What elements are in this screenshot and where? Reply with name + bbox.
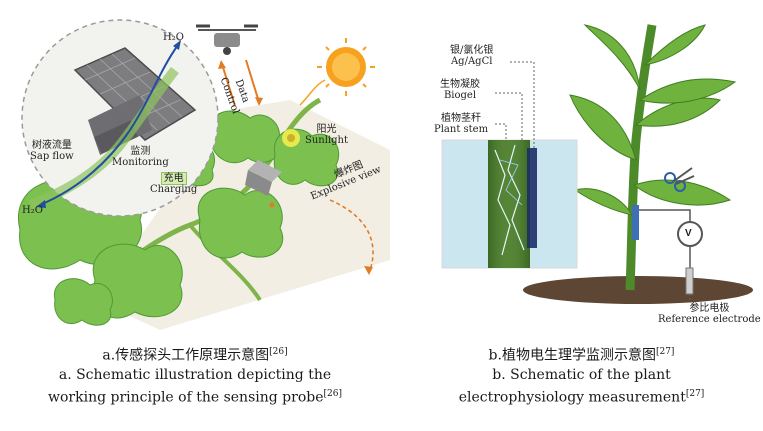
reference-electrode-label: 参比电极 Reference electrode <box>658 303 761 325</box>
data-control-arrows <box>218 59 263 107</box>
sunlight-label: 阳光 Sunlight <box>305 124 348 146</box>
sensing-probe-illustration <box>18 19 390 330</box>
reference-electrode <box>685 267 694 295</box>
electrophysiology-illustration <box>441 24 753 304</box>
flower-icon <box>282 129 300 147</box>
caption-a: a.传感探头工作原理示意图[26] a. Schematic illustrat… <box>48 347 342 406</box>
explosive-view-arrow <box>329 199 374 271</box>
charging-label: 充电 Charging <box>150 172 198 195</box>
h2o-top-label: H₂O <box>163 32 184 43</box>
monitoring-label: 监测 Monitoring <box>112 146 169 168</box>
stem-electrode <box>632 205 639 240</box>
mini-probe-icon <box>245 160 282 196</box>
scissors-icon <box>664 167 695 192</box>
voltmeter-icon <box>677 221 703 247</box>
voltmeter-label: V <box>685 228 692 239</box>
label-leaders <box>495 61 691 302</box>
measurement-wires <box>639 209 691 270</box>
figure-panel-a: H₂O H₂O Data Control 监测 Monitoring 树液流量 … <box>18 19 390 406</box>
plant-stem <box>625 24 657 291</box>
sun-icon <box>317 38 375 96</box>
drone-icon <box>196 24 258 55</box>
sap-flow-label: 树液流量 Sap flow <box>30 140 74 162</box>
h2o-bottom-label: H₂O <box>22 205 43 216</box>
plant-leaves <box>569 24 737 216</box>
caption-b: b.植物电生理学监测示意图[27] b. Schematic of the pl… <box>458 347 705 406</box>
soil <box>523 276 753 304</box>
plant-stem-label: 植物茎秆 Plant stem <box>434 113 489 135</box>
biogel-label: 生物凝胶 Biogel <box>440 79 480 101</box>
stem-inset <box>441 139 578 269</box>
agcl-label: 银/氯化银 Ag/AgCl <box>450 45 494 67</box>
figure-panel-b: 银/氯化银 Ag/AgCl 生物凝胶 Biogel 植物茎秆 Plant ste… <box>400 0 763 431</box>
sap-flow-arrows <box>36 40 181 208</box>
